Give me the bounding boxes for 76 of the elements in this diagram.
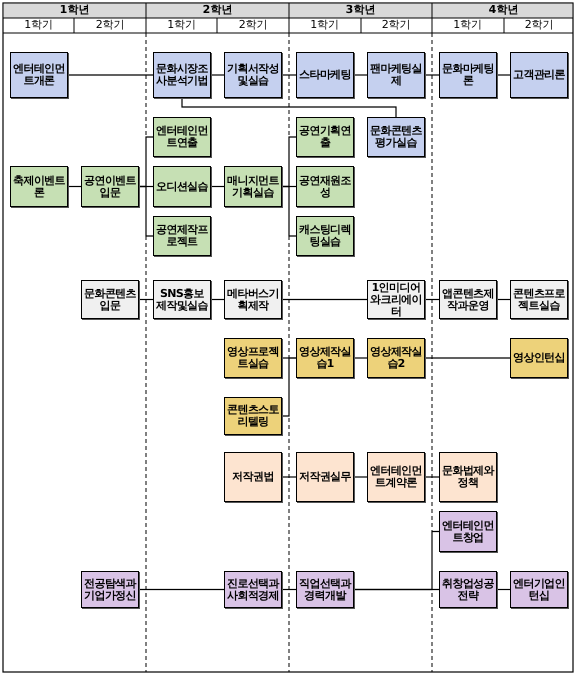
connector-line [354, 476, 367, 478]
course-box: 영상인턴십 [510, 338, 568, 378]
connector-line [282, 186, 296, 237]
semester-header: 2학기 [380, 18, 412, 33]
year-header: 1학년 [58, 3, 90, 18]
connector-line [211, 186, 224, 188]
course-box: 영상프로젝트실습 [224, 338, 282, 378]
course-box: 공연재원조성 [296, 166, 354, 207]
course-box: 앱콘텐츠제작과운영 [439, 280, 497, 319]
semester-header: 1학기 [166, 18, 198, 33]
connector-line [139, 298, 153, 300]
connector-line [497, 74, 510, 76]
connector-line [282, 298, 367, 300]
course-box: 엔터테인먼트연출 [153, 117, 211, 157]
course-box: 문화마케팅론 [439, 52, 497, 98]
connector-line [68, 74, 153, 76]
course-box: 직업선택과경력개발 [296, 571, 354, 608]
course-box: 공연기획연출 [296, 117, 354, 157]
connector-line [425, 74, 439, 76]
course-box: 문화법제와정책 [439, 452, 497, 502]
connector-line [139, 186, 153, 237]
course-box: 영상제작실습1 [296, 338, 354, 378]
course-box: 문화콘텐츠입문 [81, 280, 139, 319]
course-box: 취창업성공전략 [439, 571, 497, 608]
course-box: 메타버스기획제작 [224, 280, 282, 319]
course-box: 팬마케팅실제 [367, 52, 425, 98]
year-header: 4학년 [488, 3, 520, 18]
course-box: 공연제작프로젝트 [153, 216, 211, 256]
connector-line [211, 298, 224, 300]
semester-header: 1학기 [23, 18, 54, 33]
course-box: SNS홍보제작및실습 [153, 280, 211, 319]
course-box: 콘텐츠프로젝트실습 [510, 280, 568, 319]
course-box: 문화콘텐츠평가실습 [367, 117, 425, 157]
connector-line [425, 476, 439, 478]
course-box: 기획서작성및실습 [224, 52, 282, 98]
connector-line [282, 357, 296, 417]
course-box: 고객관리론 [510, 52, 568, 98]
course-box: 엔터테인먼트창업 [439, 511, 497, 552]
connector-line [68, 186, 81, 188]
connector-line [497, 298, 510, 300]
course-box: 스타마케팅 [296, 52, 354, 98]
connector-line [282, 74, 296, 76]
course-box: 캐스팅디렉팅실습 [296, 216, 354, 256]
course-box: 축제이벤트론 [10, 166, 68, 207]
semester-header: 1학기 [452, 18, 484, 33]
course-box: 엔터테인먼트계약론 [367, 452, 425, 502]
course-box: 오디션실습 [153, 166, 211, 207]
course-box: 저작권법 [224, 452, 282, 502]
connector-line [139, 588, 224, 590]
connector-line [425, 298, 439, 300]
connector-line [282, 588, 296, 590]
connector-line [425, 357, 510, 359]
connector-line [354, 357, 367, 359]
course-box: 엔터기업인턴십 [510, 571, 568, 608]
course-box: 진로선택과사회적경제 [224, 571, 282, 608]
year-header: 2학년 [202, 3, 234, 18]
course-box: 엔터테인먼트개론 [10, 52, 68, 98]
semester-header: 1학기 [309, 18, 340, 33]
course-box: 영상제작실습2 [367, 338, 425, 378]
course-box: 전공탐색과기업가정신 [81, 571, 139, 608]
connector-line [282, 476, 296, 478]
semester-header: 2학기 [238, 18, 269, 33]
connector-line [354, 530, 439, 590]
course-box: 문화시장조사분석기법 [153, 52, 211, 98]
connector-line [497, 588, 510, 590]
course-box: 매니지먼트기획실습 [224, 166, 282, 207]
connector-line [181, 98, 397, 117]
year-header: 3학년 [344, 3, 376, 18]
course-box: 1인미디어와크리에이터 [367, 280, 425, 319]
connector-line [354, 74, 367, 76]
semester-header: 2학기 [94, 18, 126, 33]
semester-header: 2학기 [524, 18, 555, 33]
course-box: 공연이벤트입문 [81, 166, 139, 207]
course-box: 콘텐츠스토리텔링 [224, 397, 282, 435]
course-box: 저작권실무 [296, 452, 354, 502]
connector-line [211, 74, 224, 76]
